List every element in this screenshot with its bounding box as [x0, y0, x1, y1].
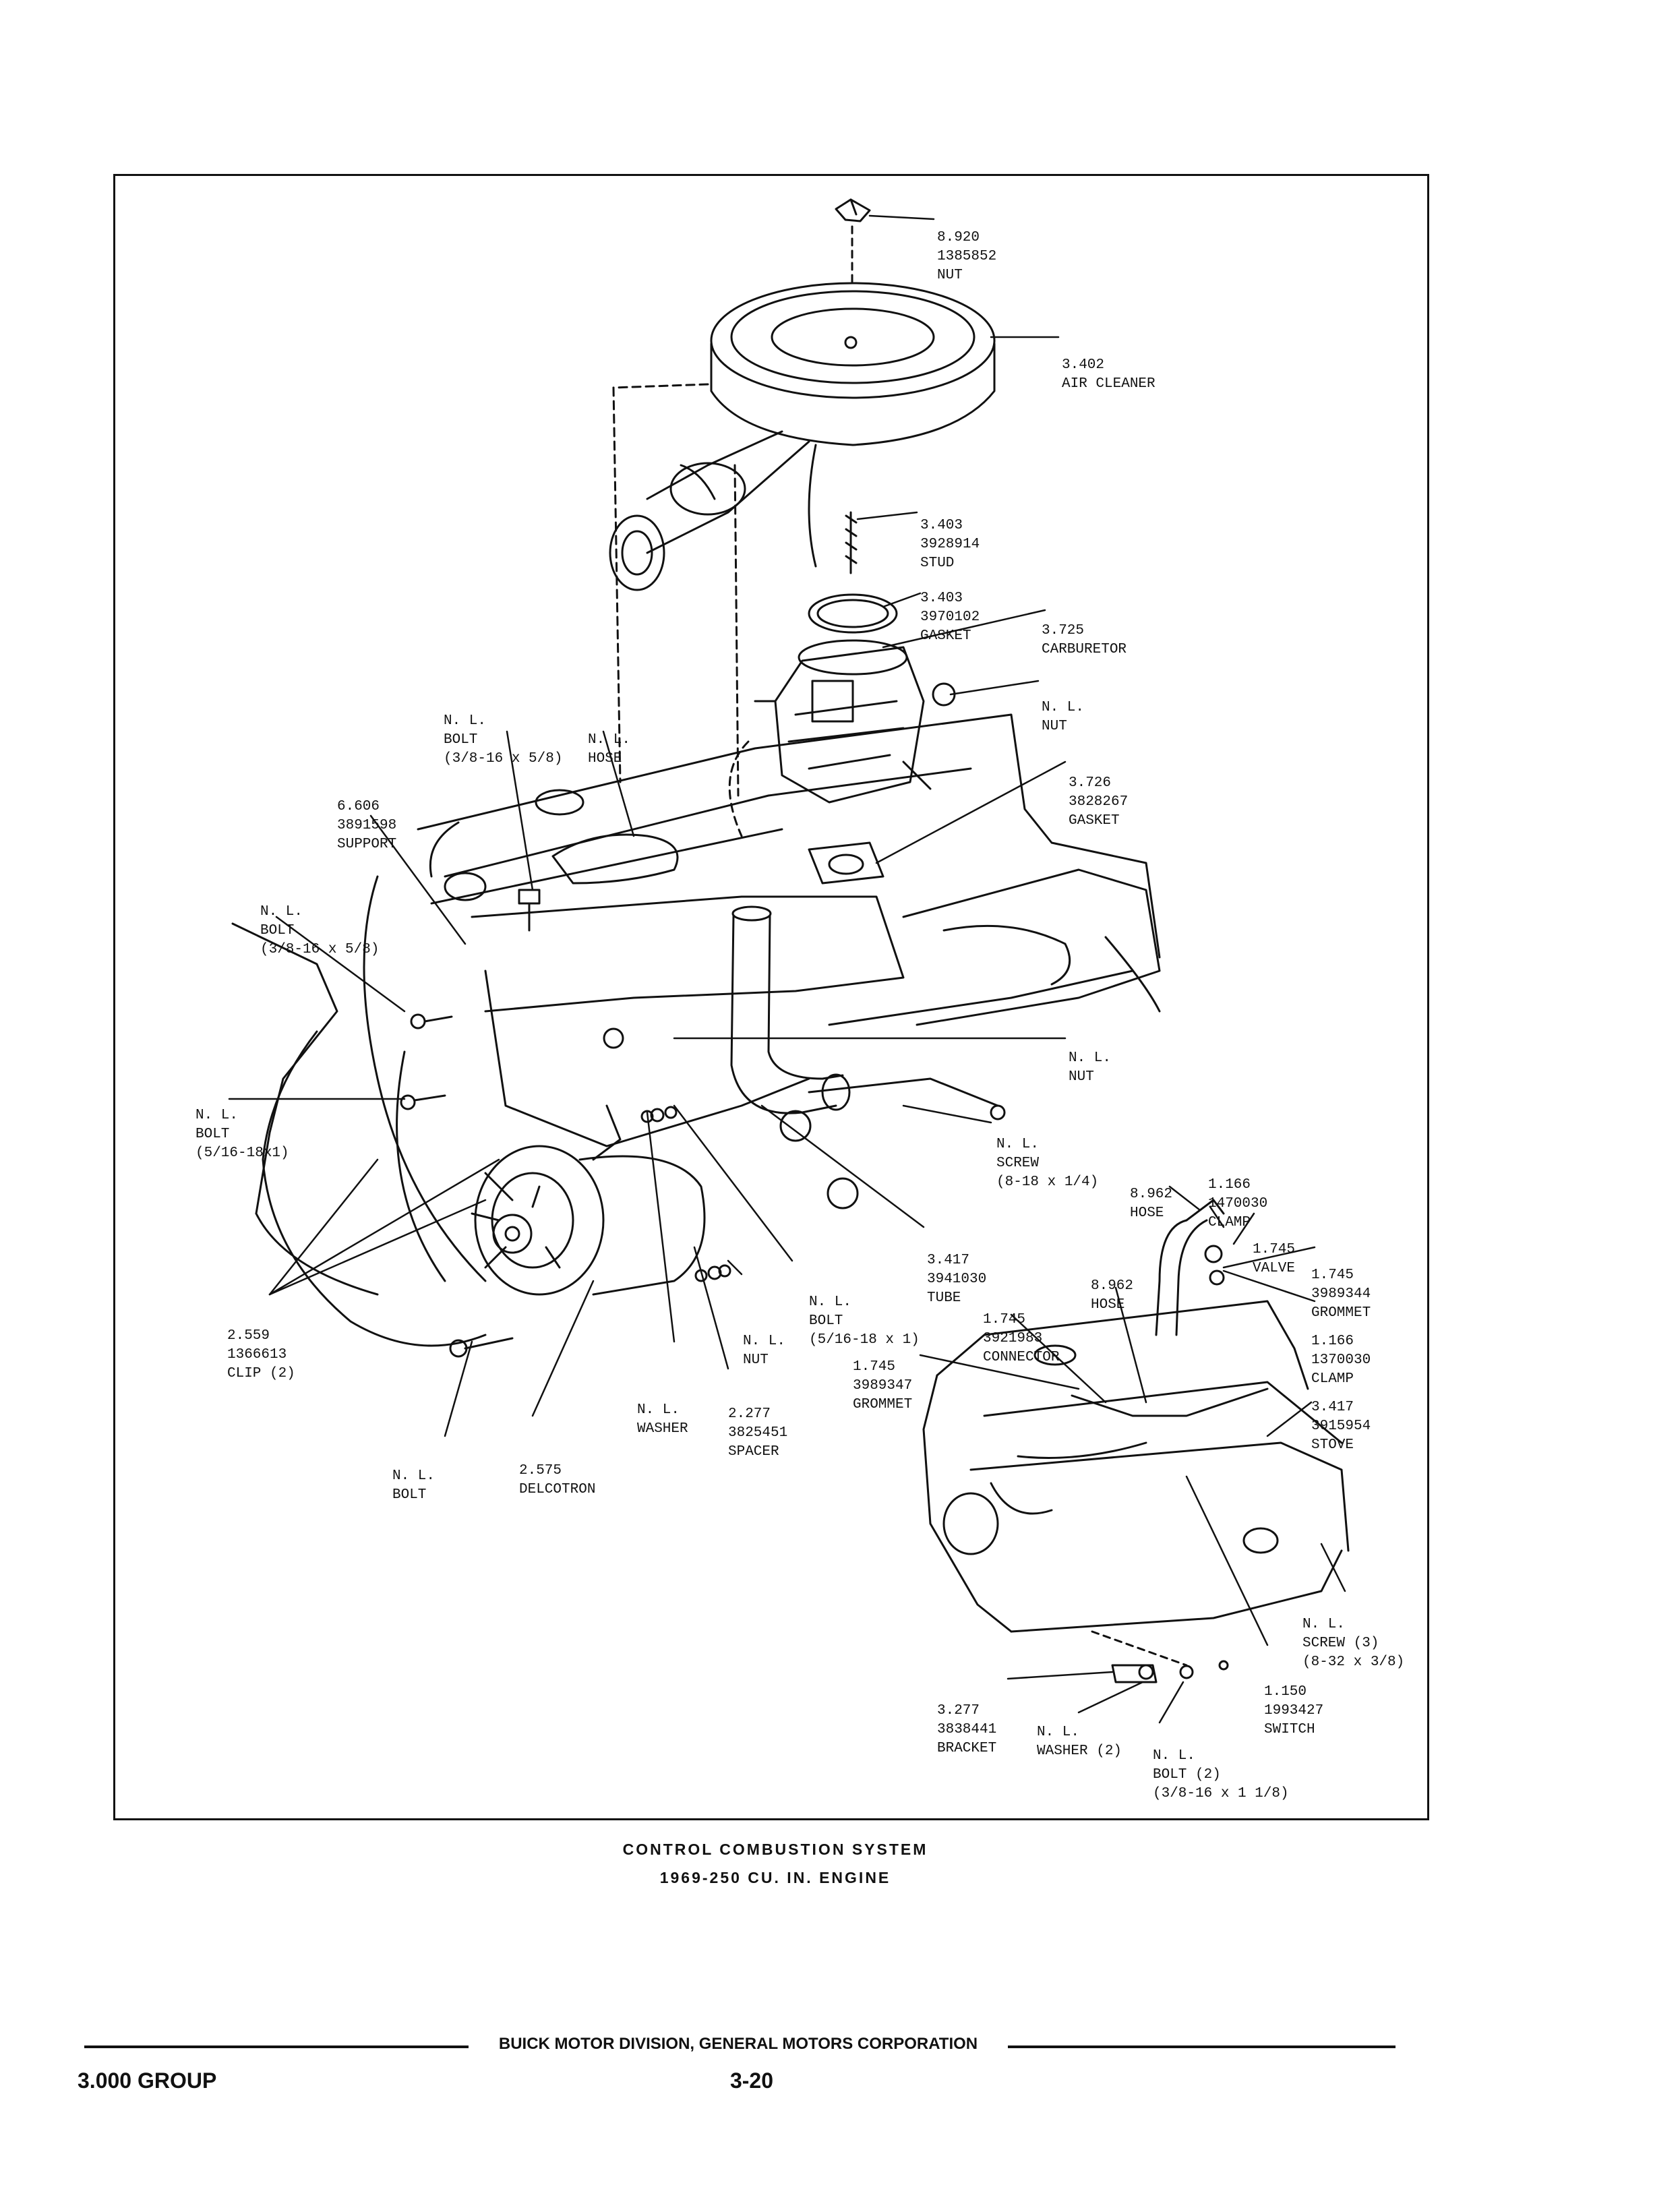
delcotron-drawing: [471, 1104, 706, 1296]
callout-bolt-5-16-x1: N. L.BOLT(5/16-18 x 1): [809, 1294, 920, 1348]
callout-bolt-left: N. L.BOLT(3/8-16 x 5/8): [260, 904, 380, 957]
footer-division: BUICK MOTOR DIVISION, GENERAL MOTORS COR…: [498, 2035, 978, 2053]
callout-nut-top: N. L.NUT: [1042, 700, 1085, 734]
figure-caption-subtitle: 1969-250 CU. IN. ENGINE: [659, 1869, 891, 1886]
footer-rule-right: [1008, 2045, 1396, 2048]
footer-rule-left: [84, 2045, 469, 2048]
carb-gasket-drawing: [808, 841, 884, 885]
fastener-drawings: [400, 889, 1006, 1358]
figure-caption-title: CONTROL COMBUSTION SYSTEM: [622, 1841, 928, 1858]
callout-bolt-5-16: N. L.BOLT(5/16-18x1): [196, 1108, 289, 1161]
callout-bolt-lower: N. L.BOLT: [392, 1468, 436, 1503]
callout-bolt-2: N. L.BOLT (2)(3/8-16 x 1 1/8): [1153, 1748, 1289, 1801]
carburetor-drawing: [728, 639, 956, 837]
callout-bolt-upper: N. L.BOLT(3/8-16 x 5/8): [444, 713, 563, 767]
fan-drawing: [231, 875, 487, 1347]
callout-nut-right: N. L.NUT: [1069, 1050, 1112, 1085]
callout-screw-3: N. L.SCREW (3)(8-32 x 3/8): [1302, 1617, 1405, 1670]
callout-screw: N. L.SCREW(8-18 x 1/4): [996, 1137, 1099, 1190]
diagram-frame: [113, 174, 1429, 1820]
engine-block-drawing: [417, 713, 1161, 1209]
callout-washer: N. L.WASHER: [637, 1402, 688, 1437]
stud-gasket-drawing: [733, 464, 898, 797]
inset-engine-drawing: [922, 1199, 1350, 1683]
footer-group: 3.000 GROUP: [78, 2068, 217, 2093]
tube-drawing: [730, 905, 851, 1114]
callout-washer-2: N. L.WASHER (2): [1037, 1725, 1122, 1759]
footer-page-number: 3-20: [729, 2068, 774, 2093]
callout-nut-mid: N. L.NUT: [743, 1334, 786, 1368]
callout-hose-nl: N. L.HOSE: [588, 732, 631, 767]
wing-nut-drawing: [835, 198, 871, 285]
air-cleaner-drawing: [609, 282, 996, 783]
leader-lines: [228, 214, 1346, 1724]
